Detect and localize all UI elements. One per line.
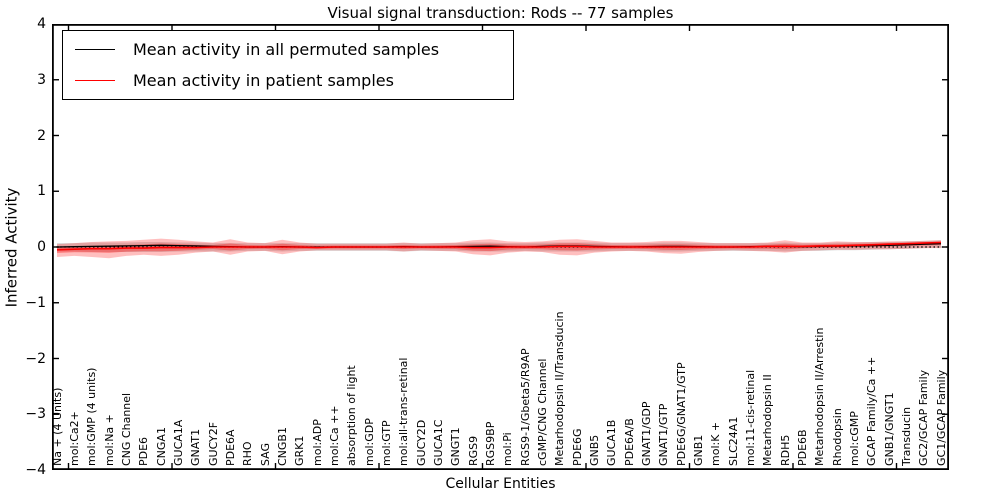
x-tick-label: GUCY2D (414, 419, 428, 466)
legend-entry-patient: Mean activity in patient samples (75, 66, 501, 94)
x-axis-label: Cellular Entities (445, 476, 556, 492)
y-tick-label: 4 (37, 16, 46, 32)
x-tick-label: GRK1 (293, 435, 307, 466)
x-tick-label: mol:Na + (102, 414, 116, 466)
x-tick-label: RDH5 (778, 434, 792, 466)
x-tick-label: mol:GTP (379, 420, 393, 466)
x-tick-label: mol:cGMP (847, 411, 861, 466)
plot-area (52, 24, 949, 470)
x-tick-label: mol:GMP (4 units) (85, 367, 99, 466)
x-tick-label: mol:all-trans-retinal (397, 357, 411, 466)
x-tick-label: PDE6B (795, 429, 809, 466)
y-tick-label: 3 (37, 71, 46, 88)
patient-mean-line (56, 241, 942, 251)
x-tick-label: Na + (4 Units) (50, 387, 64, 466)
y-tick-label: 0 (37, 239, 46, 255)
patient-line-sample (75, 79, 115, 81)
x-tick-label: SLC24A1 (726, 416, 740, 466)
x-tick-label: GUCY2F (206, 421, 220, 466)
x-tick-label: GUCA1B (605, 419, 619, 466)
x-tick-label: CNG Channel (119, 392, 133, 466)
x-tick-label: mol:GDP (362, 418, 376, 466)
x-tick-label: GNB5 (587, 434, 601, 466)
x-tick-label: RHO (241, 441, 255, 466)
legend: Mean activity in all permuted samples Me… (62, 30, 514, 100)
y-tick-label: −4 (25, 462, 46, 478)
x-tick-label: GUCA1C (431, 419, 445, 466)
y-tick-label: 2 (37, 127, 46, 144)
x-tick-label: mol:K + (709, 421, 723, 466)
y-tick-label: 1 (37, 183, 46, 200)
x-tick-label: absorption of light (345, 365, 359, 466)
x-tick-label: GC1/GCAP Family (934, 369, 948, 466)
x-tick-label: PDE6 (137, 436, 151, 466)
x-tick-label: mol:Ca ++ (327, 405, 341, 466)
x-tick-label: GNAT1 (189, 428, 203, 466)
x-tick-label: mol:Pi (501, 432, 515, 466)
x-tick-label: RGS9 (466, 435, 480, 466)
x-tick-label: RGS9-1/Gbeta5/R9AP (518, 348, 532, 466)
x-tick-label: GNAT1/GDP (639, 401, 653, 466)
legend-label-patient: Mean activity in patient samples (133, 70, 394, 90)
x-tick-label: mol:11-cis-retinal (743, 369, 757, 466)
permuted-line-sample (75, 49, 115, 51)
x-tick-label: GNB1 (691, 434, 705, 466)
x-tick-label: cGMP/CNG Channel (535, 358, 549, 467)
x-tick-label: PDE6A (223, 429, 237, 466)
x-tick-label: Metarhodopsin II/Arrestin (813, 327, 827, 466)
y-tick-label: −3 (25, 406, 46, 423)
x-tick-label: PDE6G (570, 428, 584, 466)
y-tick-label: −1 (25, 294, 46, 311)
x-tick-label: RGS9BP (483, 421, 497, 466)
x-tick-label: Metarhodopsin II/Transducin (553, 311, 567, 466)
x-tick-label: GNGT1 (449, 427, 463, 466)
x-tick-label: mol:ADP (310, 419, 324, 466)
x-tick-label: SAG (258, 442, 272, 466)
x-tick-label: PDE6A/B (622, 418, 636, 466)
x-tick-label: Rhodopsin (830, 408, 844, 466)
axes-frame (52, 24, 949, 470)
x-tick-label: CNGB1 (275, 427, 289, 466)
x-tick-label: GCAP Family/Ca ++ (865, 356, 879, 466)
x-tick-label: GNB1/GNGT1 (882, 392, 896, 466)
legend-entry-permuted: Mean activity in all permuted samples (75, 36, 501, 64)
x-tick-label: GNAT1/GTP (657, 403, 671, 466)
x-tick-label: Metarhodopsin II (761, 374, 775, 466)
x-tick-label: mol:Ca2+ (67, 411, 81, 466)
chart-title: Visual signal transduction: Rods -- 77 s… (327, 4, 674, 22)
x-tick-label: GUCA1A (171, 419, 185, 466)
x-tick-label: CNGA1 (154, 427, 168, 466)
patient-range-band (57, 238, 941, 259)
y-tick-label: −2 (25, 350, 46, 367)
x-tick-label: PDE6G/GNAT1/GTP (674, 362, 688, 466)
legend-label-permuted: Mean activity in all permuted samples (133, 40, 440, 60)
x-tick-label: GC2/GCAP Family (917, 369, 931, 466)
x-tick-label: Transducin (899, 406, 913, 466)
